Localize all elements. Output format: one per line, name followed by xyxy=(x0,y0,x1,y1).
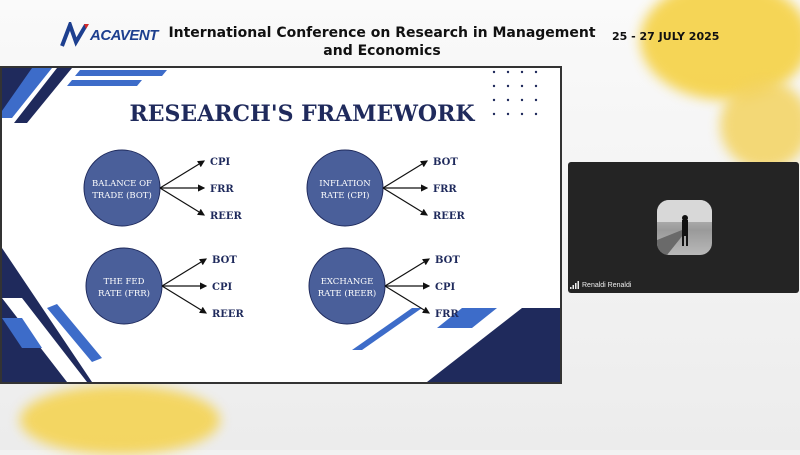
decor-stripes-bottom-left xyxy=(2,248,102,382)
decor-splash xyxy=(20,385,220,455)
arrow-icon xyxy=(384,285,431,314)
target-label: CPI xyxy=(435,282,455,293)
logo-mark-icon xyxy=(60,22,89,47)
node-label: RATE (FRR) xyxy=(98,288,150,299)
node-label: TRADE (BOT) xyxy=(92,190,152,201)
arrow-icon xyxy=(159,187,206,216)
person-photo-icon xyxy=(657,200,712,255)
target-label: BOT xyxy=(433,157,458,168)
arrow-icon xyxy=(161,258,208,287)
arrow-icon xyxy=(382,160,429,189)
target-label: REER xyxy=(212,309,245,320)
arrow-icon xyxy=(382,187,429,216)
conference-title: International Conference on Research in … xyxy=(168,25,596,59)
target-label: FRR xyxy=(433,184,457,195)
decor-dots xyxy=(492,70,538,116)
decor-stripes-bottom-right xyxy=(352,308,560,382)
node-label: INFLATION xyxy=(319,179,371,189)
node-label: BALANCE OF xyxy=(92,179,152,189)
node-label: RATE (CPI) xyxy=(321,190,370,201)
node-label: THE FED xyxy=(104,277,145,287)
participant-avatar xyxy=(657,200,712,255)
participant-video-tile[interactable]: Renaldi Renaldi xyxy=(568,162,799,293)
conference-logo: ACAVENT xyxy=(60,22,158,48)
target-label: REER xyxy=(210,211,243,222)
decor-stripes-top-left xyxy=(2,68,167,123)
target-label: BOT xyxy=(212,255,237,266)
arrow-icon xyxy=(384,258,431,287)
target-label: FRR xyxy=(210,184,234,195)
target-label: BOT xyxy=(435,255,460,266)
node-label: RATE (REER) xyxy=(318,288,377,299)
target-label: CPI xyxy=(212,282,232,293)
target-label: FRR xyxy=(435,309,459,320)
decor-splash xyxy=(720,80,800,170)
signal-strength-icon xyxy=(570,281,579,289)
target-label: CPI xyxy=(210,157,230,168)
arrow-icon xyxy=(159,160,206,189)
arrow-icon xyxy=(161,285,208,314)
conference-date: 25 - 27 JULY 2025 xyxy=(612,30,720,43)
slide-title: RESEARCH'S FRAMEWORK xyxy=(129,101,475,127)
node-label: EXCHANGE xyxy=(321,277,374,287)
target-label: REER xyxy=(433,211,466,222)
participant-name: Renaldi Renaldi xyxy=(582,282,632,289)
